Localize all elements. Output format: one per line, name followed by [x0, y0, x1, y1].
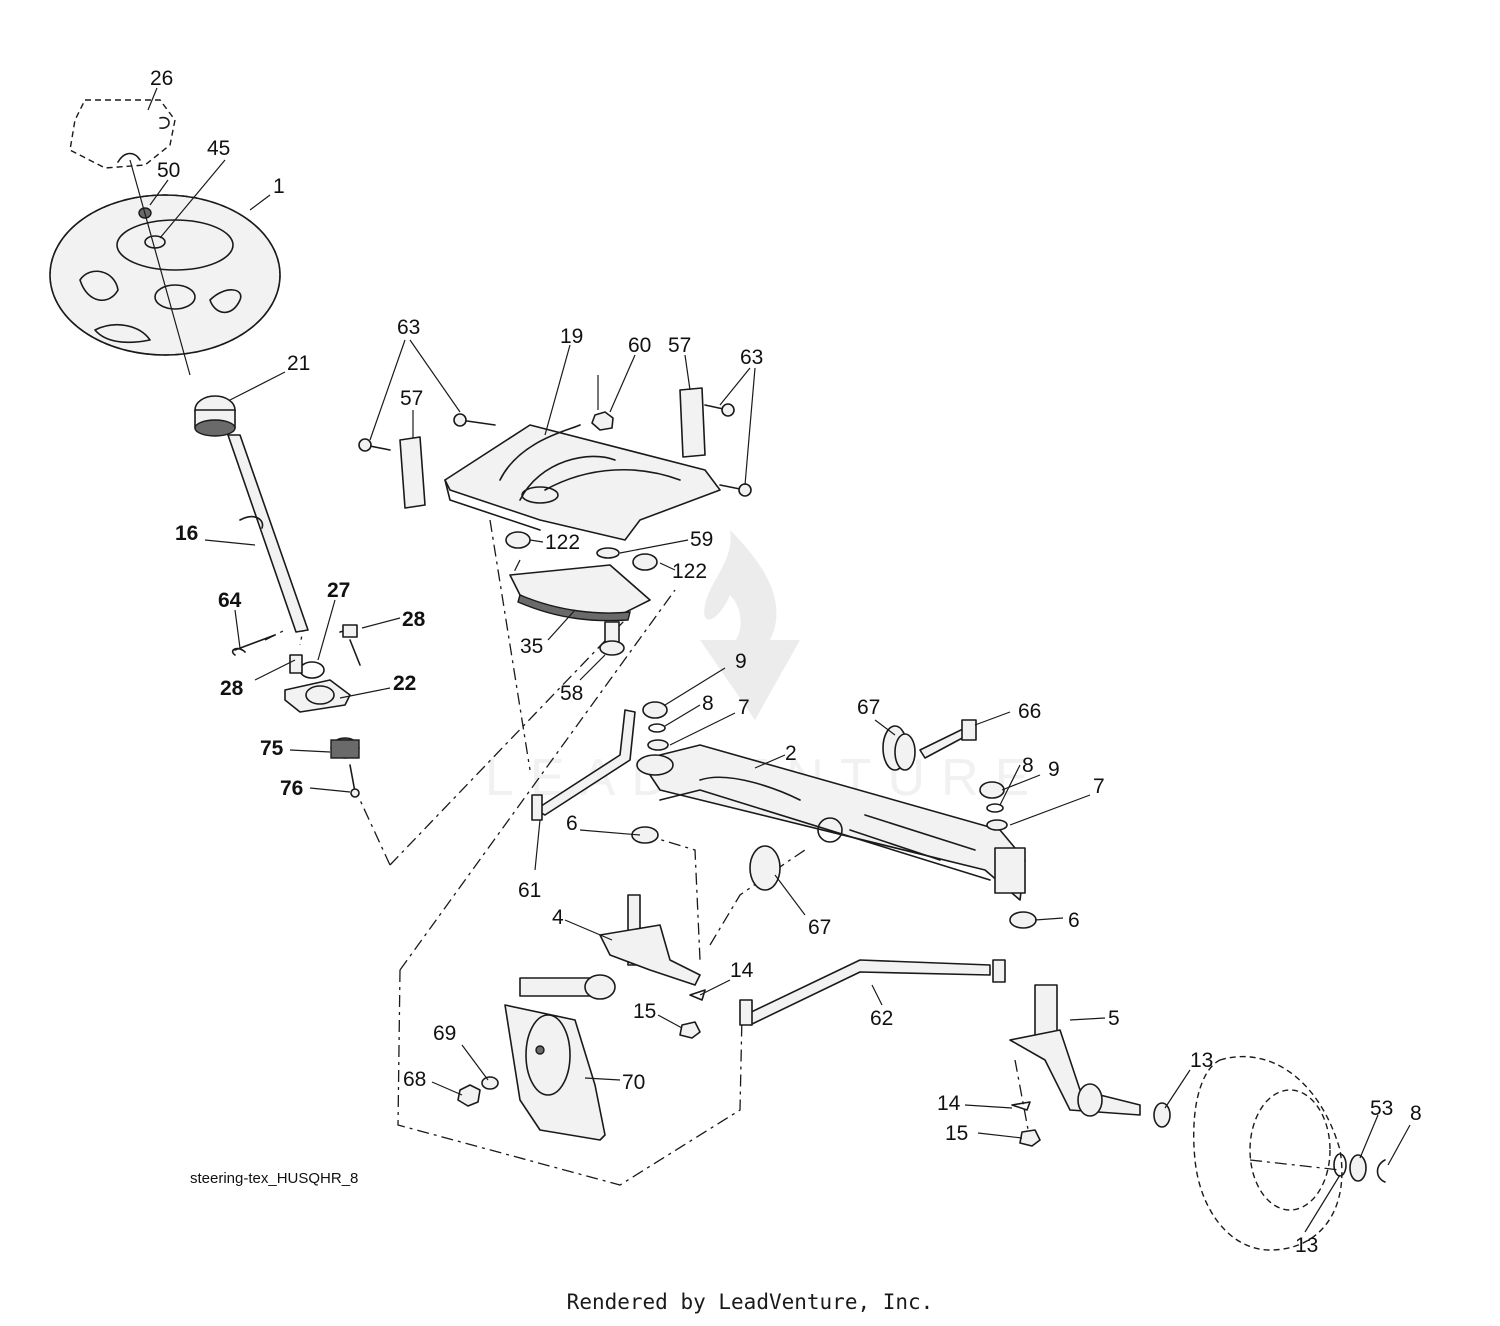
callout-4: 4 [552, 906, 564, 929]
callout-60: 60 [628, 334, 651, 357]
callout-75: 75 [260, 737, 284, 760]
callout-57-right: 57 [668, 334, 691, 357]
callout-14-left: 14 [730, 959, 754, 982]
part-57-plates [399, 387, 706, 509]
part-19-bracket [444, 424, 721, 541]
callout-45: 45 [207, 137, 230, 160]
callout-66: 66 [1018, 700, 1041, 723]
part-58-bolt [599, 621, 625, 656]
part-67-bushings [749, 725, 916, 891]
callout-27: 27 [327, 579, 350, 602]
part-66-bolt [919, 719, 977, 759]
callout-58: 58 [560, 682, 583, 705]
callout-53: 53 [1370, 1097, 1393, 1120]
callout-28-right: 28 [402, 608, 426, 631]
part-61-drag-link [531, 709, 636, 821]
callout-63-right: 63 [740, 346, 763, 369]
callout-122-right: 122 [672, 560, 707, 583]
part-16-steering-shaft [227, 434, 309, 633]
callout-7-left: 7 [738, 696, 750, 719]
diagram-caption: steering-tex_HUSQHR_8 [190, 1170, 358, 1187]
callout-9-right: 9 [1048, 758, 1060, 781]
part-26-cap [69, 99, 176, 169]
callout-59: 59 [690, 528, 713, 551]
front-wheel [1193, 1055, 1386, 1251]
callout-6-right: 6 [1068, 909, 1080, 932]
callout-63-left: 63 [397, 316, 420, 339]
callout-68: 68 [403, 1068, 426, 1091]
callout-labels: 26 45 50 1 21 16 64 27 28 28 22 75 76 63… [150, 67, 1422, 1257]
part-2-front-axle [636, 744, 1026, 901]
part-122-nuts [505, 531, 658, 571]
callout-64: 64 [218, 589, 242, 612]
part-70-plate [457, 1004, 606, 1141]
callout-26: 26 [150, 67, 173, 90]
part-21-adapter [194, 395, 236, 437]
part-63-bolts [358, 403, 752, 497]
part-5-spindle-right [1009, 984, 1171, 1128]
callout-50: 50 [157, 159, 180, 182]
callout-6-left: 6 [566, 812, 578, 835]
part-60-nut [591, 375, 614, 431]
callout-19: 19 [560, 325, 583, 348]
callout-57-left: 57 [400, 387, 423, 410]
callout-8-wheel: 8 [1410, 1102, 1422, 1125]
callout-13-bottom: 13 [1295, 1234, 1318, 1257]
callout-15-right: 15 [945, 1122, 968, 1145]
callout-9-left: 9 [735, 650, 747, 673]
callout-1: 1 [273, 175, 285, 198]
footer-credit: Rendered by LeadVenture, Inc. [566, 1290, 934, 1314]
callout-7-right: 7 [1093, 775, 1105, 798]
callout-35: 35 [520, 635, 543, 658]
part-22-bearing-flange [284, 624, 361, 713]
callout-69: 69 [433, 1022, 456, 1045]
callout-leaders [147, 87, 1411, 1233]
callout-8-right: 8 [1022, 754, 1034, 777]
callout-21: 21 [287, 352, 310, 375]
part-64-pin [231, 634, 276, 656]
callout-61: 61 [518, 879, 541, 902]
callout-76: 76 [280, 777, 303, 800]
callout-22: 22 [393, 672, 416, 695]
callout-2: 2 [785, 742, 797, 765]
part-62-tie-rod [739, 959, 1006, 1026]
part-4-spindle-left [519, 894, 701, 1000]
part-75-gear [330, 737, 360, 798]
callout-67-top: 67 [857, 696, 880, 719]
callout-14-right: 14 [937, 1092, 961, 1115]
part-35-sector-gear [509, 564, 651, 622]
part-14-15-nuts [679, 989, 1041, 1147]
callout-28-left: 28 [220, 677, 244, 700]
callout-67-bottom: 67 [808, 916, 831, 939]
callout-15-left: 15 [633, 1000, 656, 1023]
part-9-8-7-caps [642, 701, 1008, 831]
callout-122-left: 122 [545, 531, 580, 554]
callout-5: 5 [1108, 1007, 1120, 1030]
callout-16: 16 [175, 522, 198, 545]
part-1-steering-wheel [49, 159, 281, 376]
callout-13-top: 13 [1190, 1049, 1213, 1072]
callout-62: 62 [870, 1007, 893, 1030]
callout-8-left: 8 [702, 692, 714, 715]
part-6-bushings [631, 826, 1037, 929]
callout-70: 70 [622, 1071, 645, 1094]
